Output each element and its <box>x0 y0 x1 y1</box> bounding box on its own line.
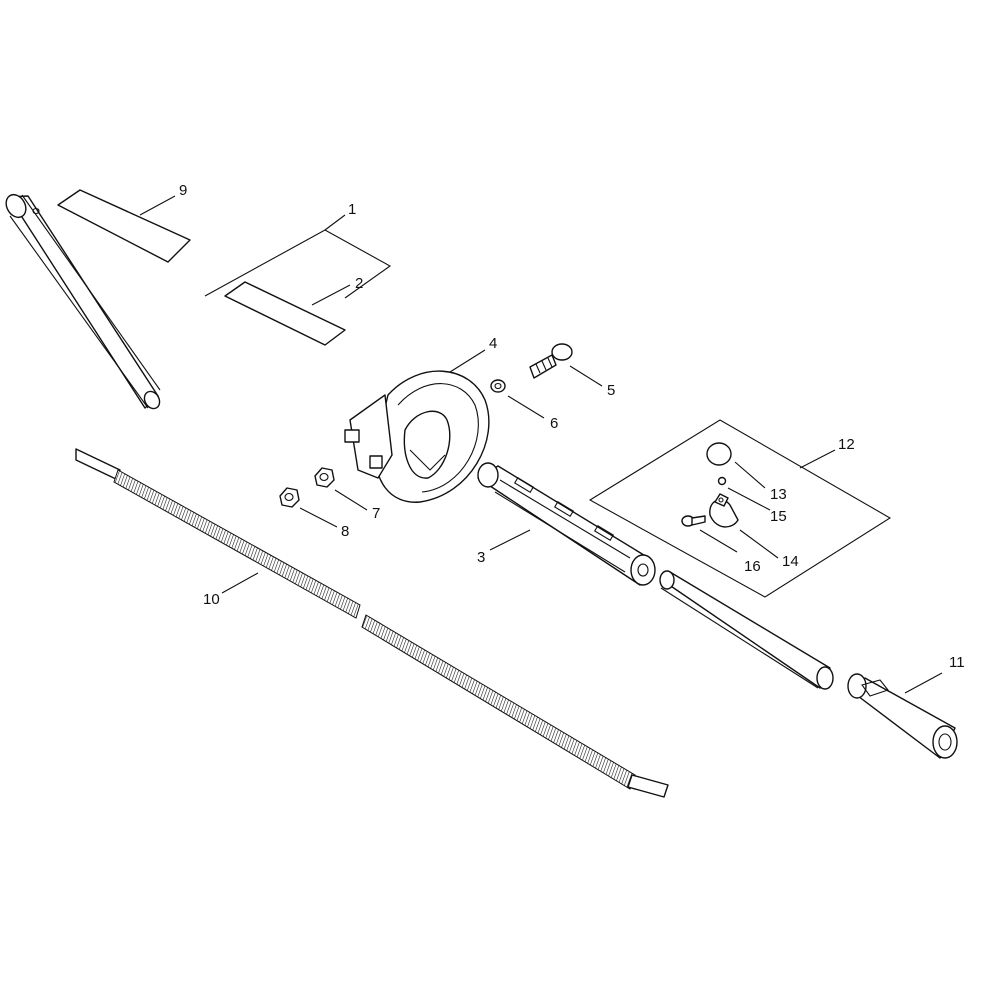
washer-6 <box>490 379 506 393</box>
nut-8 <box>279 487 300 508</box>
callout-5: 5 <box>607 382 615 399</box>
callout-12: 12 <box>838 436 855 453</box>
leader-lines <box>139 195 943 694</box>
label-plate-9 <box>57 189 191 263</box>
callout-6: 6 <box>550 415 558 432</box>
callout-3: 3 <box>477 549 485 566</box>
drive-shaft <box>75 448 669 798</box>
nut-7 <box>314 467 335 488</box>
guard-housing <box>344 370 490 503</box>
callout-11: 11 <box>949 654 965 671</box>
front-grip-3 <box>477 462 656 586</box>
o-ring-13 <box>706 442 732 466</box>
callout-8: 8 <box>341 523 349 540</box>
callout-1: 1 <box>348 201 356 218</box>
callout-15: 15 <box>770 508 787 525</box>
screw-16 <box>681 515 706 527</box>
lower-shaft-tube <box>659 570 834 690</box>
callout-4: 4 <box>489 335 497 352</box>
clamp-14 <box>709 493 739 528</box>
callout-7: 7 <box>372 505 380 522</box>
ball-15 <box>717 476 727 486</box>
callout-2: 2 <box>355 275 363 292</box>
callout-14: 14 <box>782 553 799 570</box>
kit-frame-12 <box>588 419 892 598</box>
callout-9: 9 <box>179 182 187 199</box>
label-plate-2 <box>224 281 346 346</box>
rear-grip-11 <box>847 673 958 759</box>
bolt-5 <box>529 343 573 379</box>
main-shaft-tube <box>5 193 161 410</box>
callout-16: 16 <box>744 558 761 575</box>
callout-10: 10 <box>203 591 220 608</box>
callout-13: 13 <box>770 486 787 503</box>
